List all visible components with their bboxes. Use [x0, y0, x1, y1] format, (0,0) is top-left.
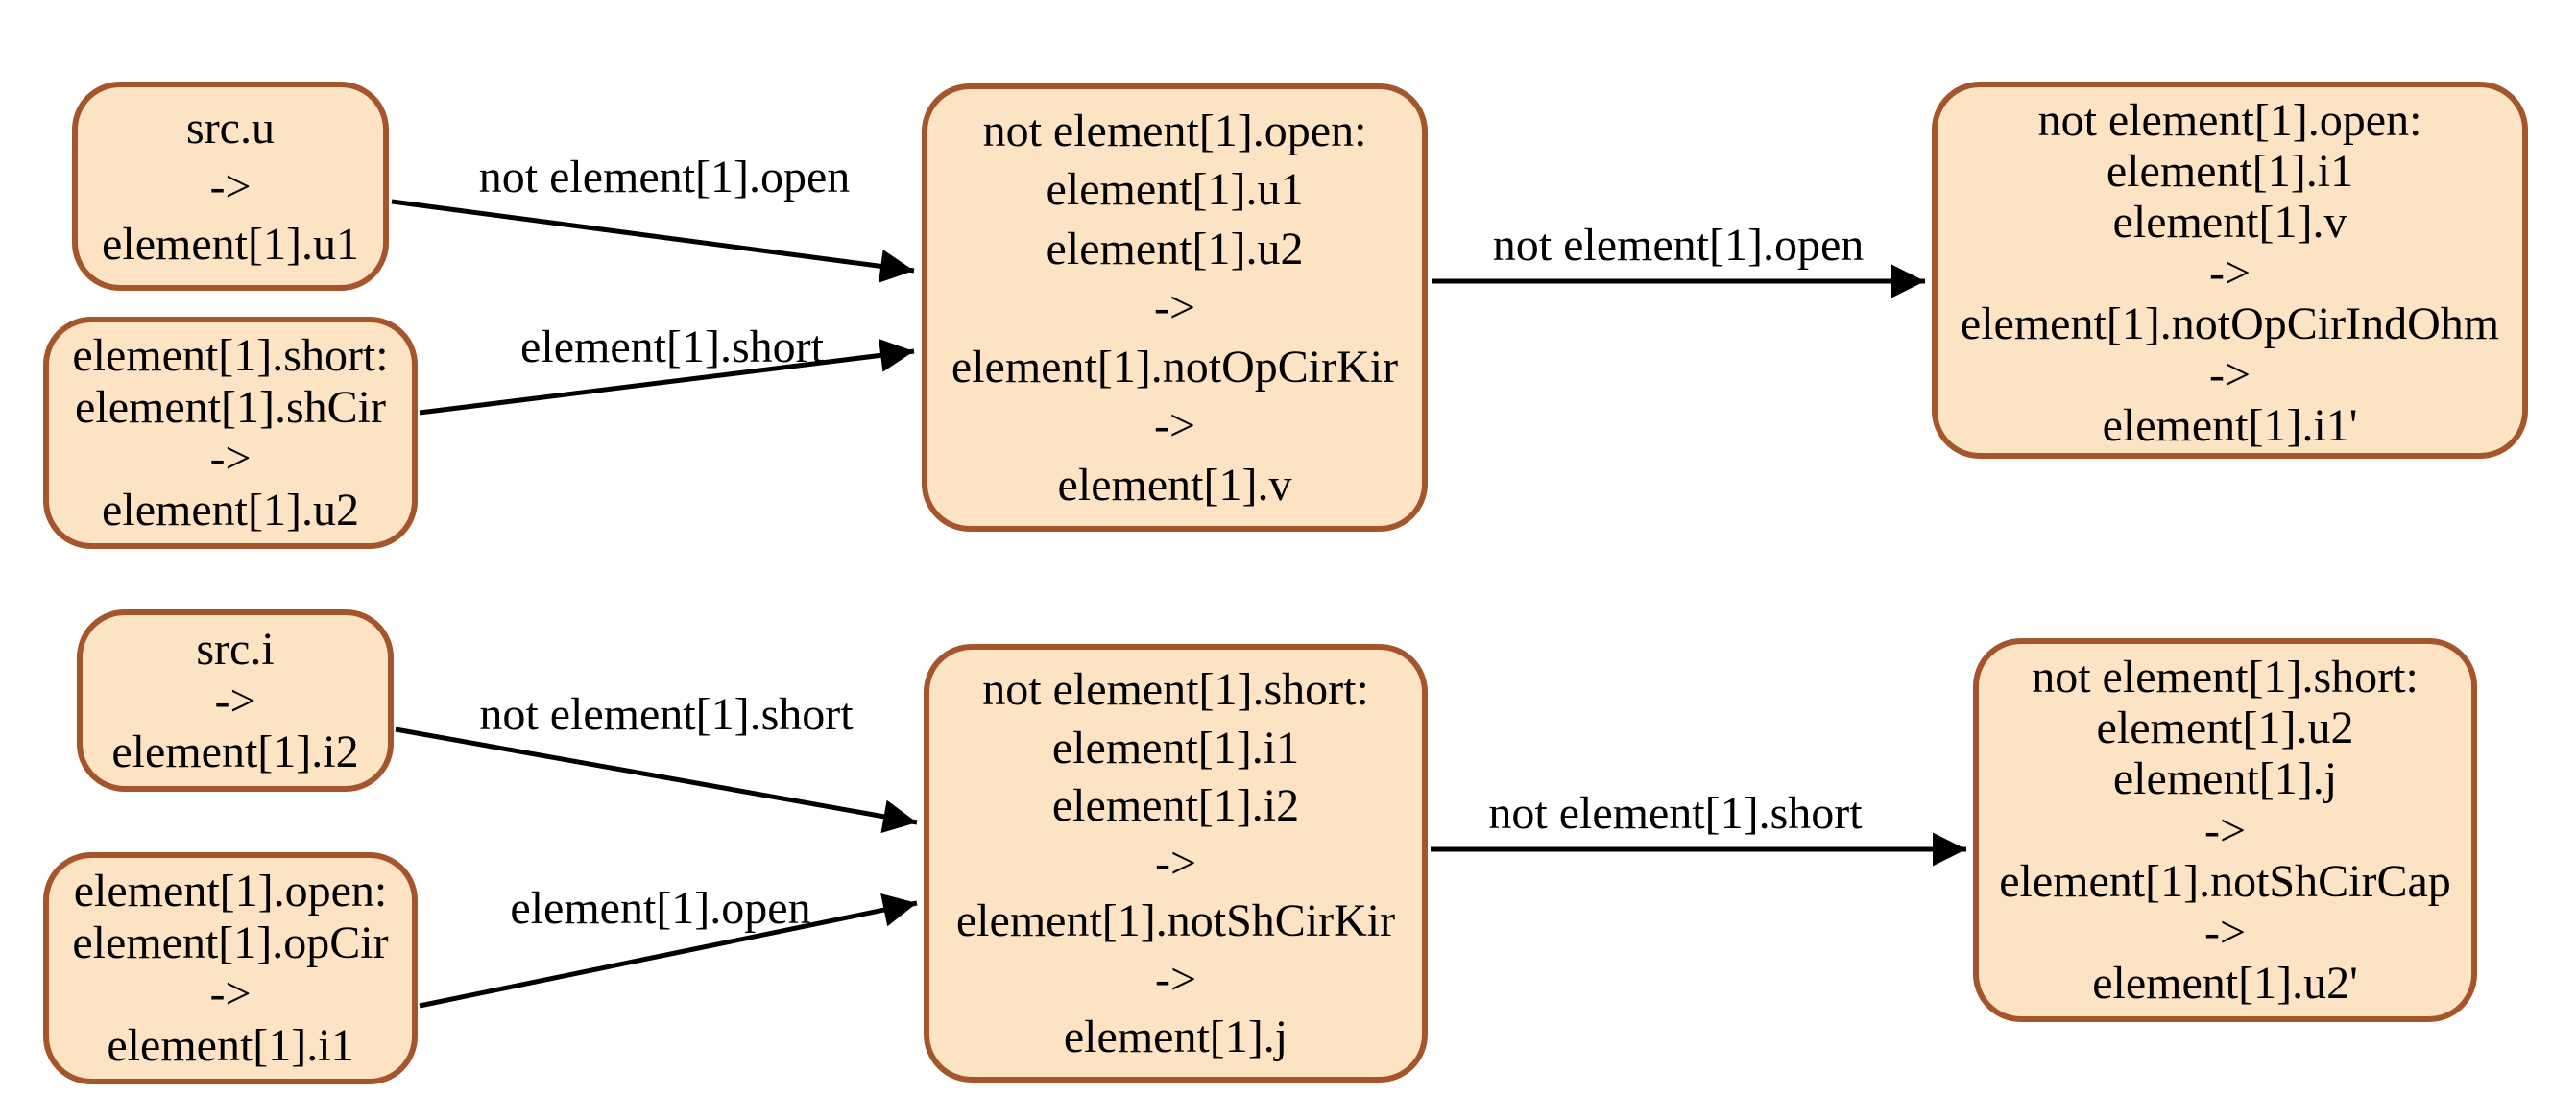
edge-label-not-open-2: not element[1].open — [1492, 220, 1865, 271]
node-text-line: element[1].opCir — [72, 917, 389, 968]
node-text-line: element[1].notShCirKir — [955, 895, 1396, 947]
node-text-line: element[1].u2 — [1046, 223, 1304, 274]
node-text-line: not element[1].open: — [2037, 95, 2422, 146]
node-notopcirindohm: not element[1].open: element[1].i1 eleme… — [1932, 82, 2528, 459]
node-src-i: src.i -> element[1].i2 — [77, 609, 394, 792]
node-text-line: element[1].u2' — [2092, 957, 2358, 1009]
node-open-opcir: element[1].open: element[1].opCir -> ele… — [43, 852, 418, 1084]
node-text-line: element[1].i1 — [2106, 146, 2354, 197]
node-text-line: element[1].v — [2112, 197, 2347, 248]
node-notopcirkir: not element[1].open: element[1].u1 eleme… — [922, 83, 1428, 532]
node-short-shcir: element[1].short: element[1].shCir -> el… — [43, 317, 418, 549]
node-text-line: -> — [1153, 400, 1196, 451]
node-text-line: element[1].u2 — [2096, 702, 2354, 754]
node-text-line: -> — [214, 675, 256, 726]
node-src-u: src.u -> element[1].u1 — [72, 82, 389, 291]
node-text-line: -> — [1154, 953, 1197, 1005]
node-text-line: element[1].notOpCirKir — [951, 341, 1399, 393]
node-text-line: element[1].u2 — [102, 484, 359, 536]
node-text-line: src.u — [186, 102, 275, 154]
node-notshcircap: not element[1].short: element[1].u2 elem… — [1973, 638, 2477, 1022]
node-text-line: -> — [2203, 804, 2247, 856]
node-text-line: element[1].i1 — [107, 1019, 354, 1071]
node-text-line: element[1].j — [1063, 1011, 1288, 1062]
node-text-line: element[1].notOpCirIndOhm — [1960, 298, 2500, 349]
edge-label-not-open-1: not element[1].open — [478, 152, 851, 202]
node-text-line: -> — [209, 968, 252, 1020]
edge-src-i-to-notshcirkir — [395, 726, 918, 834]
node-text-line: -> — [2208, 349, 2251, 400]
node-text-line: element[1].i1 — [1051, 722, 1300, 774]
node-text-line: element[1].v — [1057, 459, 1292, 511]
node-text-line: element[1].j — [2112, 753, 2338, 805]
edge-label-open: element[1].open — [510, 883, 811, 934]
node-text-line: -> — [1154, 838, 1197, 889]
edge-label-not-short-1: not element[1].short — [479, 689, 854, 740]
edge-label-short: element[1].short — [520, 321, 824, 372]
edge-label-not-short-2: not element[1].short — [1488, 788, 1863, 839]
node-text-line: element[1].shCir — [75, 381, 386, 433]
node-text-line: -> — [2203, 906, 2247, 958]
node-text-line: element[1].notShCirCap — [1999, 855, 2451, 907]
node-text-line: -> — [1153, 282, 1196, 333]
node-text-line: element[1].i2 — [111, 726, 359, 778]
node-text-line: element[1].short: — [72, 330, 389, 382]
node-text-line: element[1].u1 — [1046, 164, 1304, 215]
node-text-line: -> — [209, 160, 252, 212]
node-text-line: not element[1].short: — [982, 664, 1369, 716]
node-text-line: not element[1].open: — [982, 105, 1367, 156]
node-text-line: element[1].open: — [73, 866, 388, 917]
edge-src-u-to-notopcirkir — [391, 199, 915, 283]
node-notshcirkir: not element[1].short: element[1].i1 elem… — [924, 644, 1428, 1083]
node-text-line: element[1].i1' — [2102, 400, 2358, 451]
node-text-line: -> — [2208, 248, 2251, 298]
node-text-line: src.i — [196, 623, 275, 675]
edge-line — [391, 199, 915, 283]
edge-line — [395, 726, 918, 834]
node-text-line: -> — [209, 433, 252, 485]
node-text-line: not element[1].short: — [2032, 652, 2419, 703]
node-text-line: element[1].u1 — [102, 219, 359, 271]
node-text-line: element[1].i2 — [1051, 779, 1300, 831]
